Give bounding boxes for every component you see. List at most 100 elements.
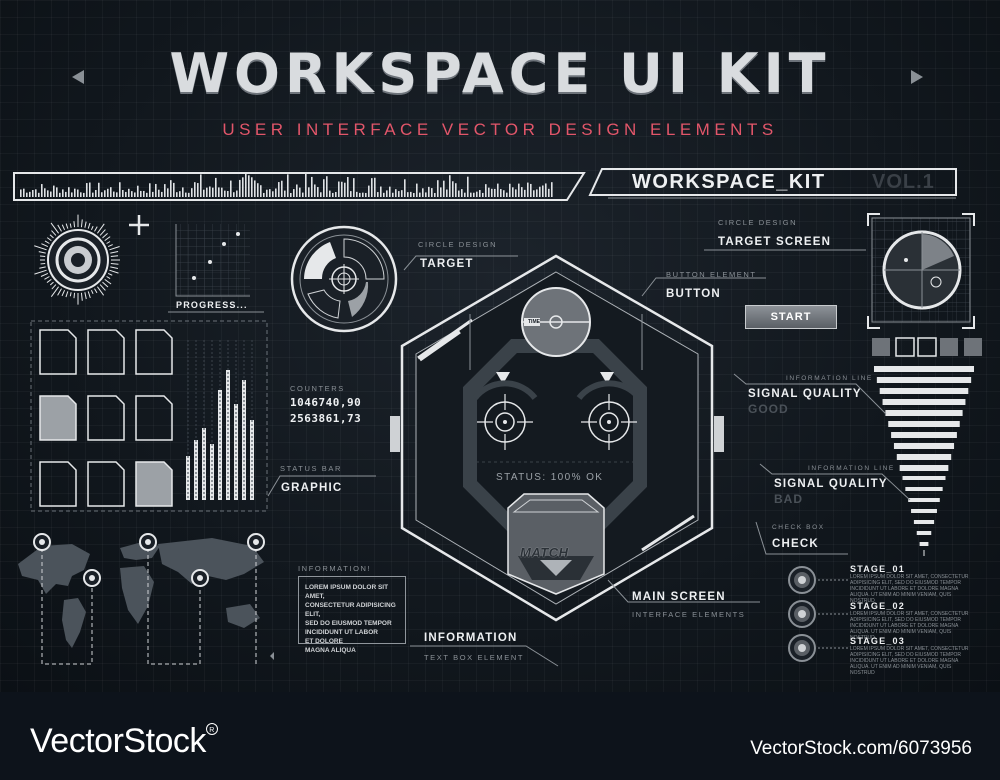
wave-bar [194, 182, 196, 197]
stage-3[interactable]: STAGE_03 LOREM IPSUM DOLOR SIT AMET, CON… [850, 636, 975, 676]
funnel-bar [911, 509, 937, 513]
wave-bar [539, 186, 541, 197]
bar [226, 370, 230, 500]
wave-bar [107, 188, 109, 197]
wave-bar [458, 190, 460, 197]
stage-radios [788, 566, 848, 662]
info-caption: INFORMATION! [298, 564, 372, 573]
file-icon[interactable] [87, 395, 125, 441]
file-icon[interactable] [87, 461, 125, 507]
wave-bar [362, 192, 364, 197]
main-screen-hexagon [390, 254, 724, 622]
wave-bar [29, 191, 31, 197]
wave-bar [206, 187, 208, 197]
ray [69, 292, 72, 297]
map-marker-dot [145, 539, 151, 545]
target-leader-line [403, 255, 518, 271]
wave-bar [392, 192, 394, 197]
wave-bar [266, 189, 268, 197]
world-map [18, 533, 274, 665]
wave-bar [308, 187, 310, 197]
wave-bar [524, 189, 526, 197]
wave-bar [47, 190, 49, 197]
wave-bar [515, 189, 517, 197]
info-line: LOREM IPSUM DOLOR SIT AMET, [305, 584, 389, 600]
wave-bar [254, 180, 256, 197]
wave-bar [296, 184, 298, 197]
wave-bar [53, 185, 55, 197]
wave-bar [272, 191, 274, 197]
wave-bar [128, 188, 130, 197]
funnel-bar [891, 432, 957, 438]
progress-underline [168, 311, 264, 313]
ray [61, 224, 66, 231]
stage-1[interactable]: STAGE_01 LOREM IPSUM DOLOR SIT AMET, CON… [850, 564, 975, 604]
ray [102, 281, 109, 288]
file-icon[interactable] [87, 329, 125, 375]
ray [46, 237, 52, 242]
wave-bar [470, 192, 472, 197]
circle-design-caption-left: CIRCLE DESIGN [418, 240, 498, 249]
graphic-leader-line [267, 475, 376, 497]
reticle-center [503, 420, 507, 424]
ray [99, 284, 106, 291]
file-icon[interactable] [39, 395, 77, 441]
start-button[interactable]: START [745, 305, 837, 329]
wave-bar [542, 185, 544, 197]
wave-bar [275, 188, 277, 197]
file-icon[interactable] [135, 329, 173, 375]
wave-bar [35, 189, 37, 197]
counter-2: 2563861,73 [290, 412, 362, 425]
ray [44, 276, 50, 280]
wave-bar [344, 182, 346, 197]
wave-bar [311, 176, 313, 197]
signal-good-leader [733, 373, 887, 415]
wave-bar [374, 177, 376, 197]
stage-2[interactable]: STAGE_02 LOREM IPSUM DOLOR SIT AMET, CON… [850, 601, 975, 641]
file-icon[interactable] [39, 329, 77, 375]
wave-bar [92, 192, 94, 197]
ray [106, 276, 111, 279]
ray [110, 255, 119, 258]
signal-bad-leader [759, 463, 911, 501]
file-icon[interactable] [39, 461, 77, 507]
ray [102, 233, 108, 239]
target-label: TARGET [420, 258, 474, 270]
watermark-footer [0, 692, 1000, 780]
wave-bar [404, 179, 406, 197]
ray [94, 226, 98, 232]
wave-bar [299, 187, 301, 197]
funnel-bar [908, 498, 940, 502]
watermark-url: VectorStock.com/6073956 [750, 738, 972, 759]
wave-bar [521, 187, 523, 197]
wave-bar [227, 191, 229, 197]
ray [110, 266, 119, 269]
check-label: CHECK [772, 538, 819, 550]
wave-bar [32, 190, 34, 197]
file-icon[interactable] [135, 395, 173, 441]
ray [99, 229, 106, 236]
reticle-arc [576, 380, 642, 400]
ray [90, 289, 94, 295]
wave-bar [317, 187, 319, 197]
wave-bar [149, 183, 151, 197]
sunburst-gauge [34, 214, 120, 305]
wave-bar [152, 191, 154, 197]
target-circle [290, 225, 398, 333]
wave-bar [20, 189, 22, 197]
signal-funnel [874, 366, 974, 556]
wave-bar [137, 185, 139, 197]
wave-bar [305, 173, 307, 197]
info-line: ET DOLORE [305, 638, 343, 645]
wave-bar [101, 192, 103, 197]
ray [73, 221, 76, 228]
file-icon[interactable] [135, 461, 173, 507]
wave-bar [353, 178, 355, 197]
status-text: STATUS: 100% OK [496, 472, 604, 483]
ray [109, 269, 119, 274]
wave-bar [485, 184, 487, 197]
signal-good-label: SIGNAL QUALITY [748, 388, 862, 400]
wave-bar [359, 192, 361, 197]
map-marker-dot [39, 539, 45, 545]
wave-bar [413, 192, 415, 197]
